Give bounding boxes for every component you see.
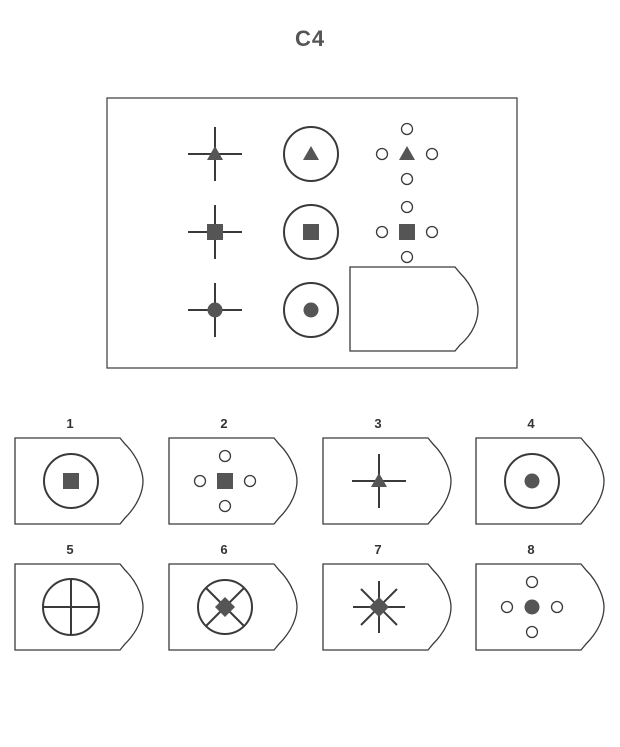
matrix-cell bbox=[375, 200, 439, 264]
small-circle bbox=[400, 172, 414, 186]
diamond-shape bbox=[369, 597, 389, 617]
small-circle bbox=[218, 449, 232, 463]
matrix-cell bbox=[375, 122, 439, 186]
matrix-frame bbox=[106, 97, 518, 369]
dot-shape bbox=[524, 473, 540, 489]
option-4[interactable]: 4 bbox=[475, 416, 605, 525]
dot-shape bbox=[524, 599, 540, 615]
option-5[interactable]: 5 bbox=[14, 542, 144, 651]
triangle-shape bbox=[303, 146, 319, 160]
square-shape bbox=[217, 473, 233, 489]
square-shape bbox=[399, 224, 415, 240]
option-number: 7 bbox=[374, 542, 381, 557]
small-circle bbox=[550, 600, 564, 614]
option-3[interactable]: 3 bbox=[322, 416, 452, 525]
ring bbox=[504, 453, 560, 509]
option-2[interactable]: 2 bbox=[168, 416, 298, 525]
option-8[interactable]: 8 bbox=[475, 542, 605, 651]
small-circle bbox=[525, 625, 539, 639]
option-number: 2 bbox=[220, 416, 227, 431]
option-number: 3 bbox=[374, 416, 381, 431]
triangle-shape bbox=[399, 146, 415, 160]
small-circle bbox=[500, 600, 514, 614]
ring bbox=[283, 204, 339, 260]
small-circle bbox=[193, 474, 207, 488]
square-shape bbox=[303, 224, 319, 240]
small-circle bbox=[425, 225, 439, 239]
option-number: 1 bbox=[66, 416, 73, 431]
diamond-shape bbox=[215, 597, 235, 617]
small-circle bbox=[243, 474, 257, 488]
ring bbox=[283, 282, 339, 338]
matrix-cell bbox=[283, 126, 339, 182]
small-circle bbox=[375, 225, 389, 239]
dot-shape bbox=[303, 302, 319, 318]
matrix-cell bbox=[283, 282, 339, 338]
option-number: 4 bbox=[527, 416, 535, 431]
matrix-cell bbox=[188, 127, 242, 181]
page-title: C4 bbox=[294, 26, 326, 51]
option-card[interactable] bbox=[475, 563, 605, 651]
small-circle bbox=[218, 499, 232, 513]
option-number: 6 bbox=[220, 542, 227, 557]
square-shape bbox=[207, 224, 223, 240]
small-circle bbox=[425, 147, 439, 161]
ring bbox=[43, 453, 99, 509]
option-card[interactable] bbox=[475, 437, 605, 525]
matrix-cell bbox=[283, 204, 339, 260]
small-circle bbox=[400, 250, 414, 264]
option-1[interactable]: 1 bbox=[14, 416, 144, 525]
small-circle bbox=[375, 147, 389, 161]
small-circle bbox=[400, 200, 414, 214]
option-number: 5 bbox=[66, 542, 73, 557]
ring bbox=[197, 579, 253, 635]
matrix-cell bbox=[188, 283, 242, 337]
matrix-cell bbox=[188, 205, 242, 259]
option-7[interactable]: 7 bbox=[322, 542, 452, 651]
matrix-grid bbox=[188, 122, 479, 352]
triangle-shape bbox=[371, 473, 387, 487]
ring bbox=[283, 126, 339, 182]
small-circle bbox=[525, 575, 539, 589]
dot-shape bbox=[207, 302, 223, 318]
square-shape bbox=[63, 473, 79, 489]
triangle-shape bbox=[207, 146, 223, 160]
answer-slot bbox=[349, 266, 479, 352]
answer-options: 1 2 3 4 5 6 7 8 bbox=[14, 416, 605, 651]
option-6[interactable]: 6 bbox=[168, 542, 298, 651]
small-circle bbox=[400, 122, 414, 136]
option-number: 8 bbox=[527, 542, 534, 557]
